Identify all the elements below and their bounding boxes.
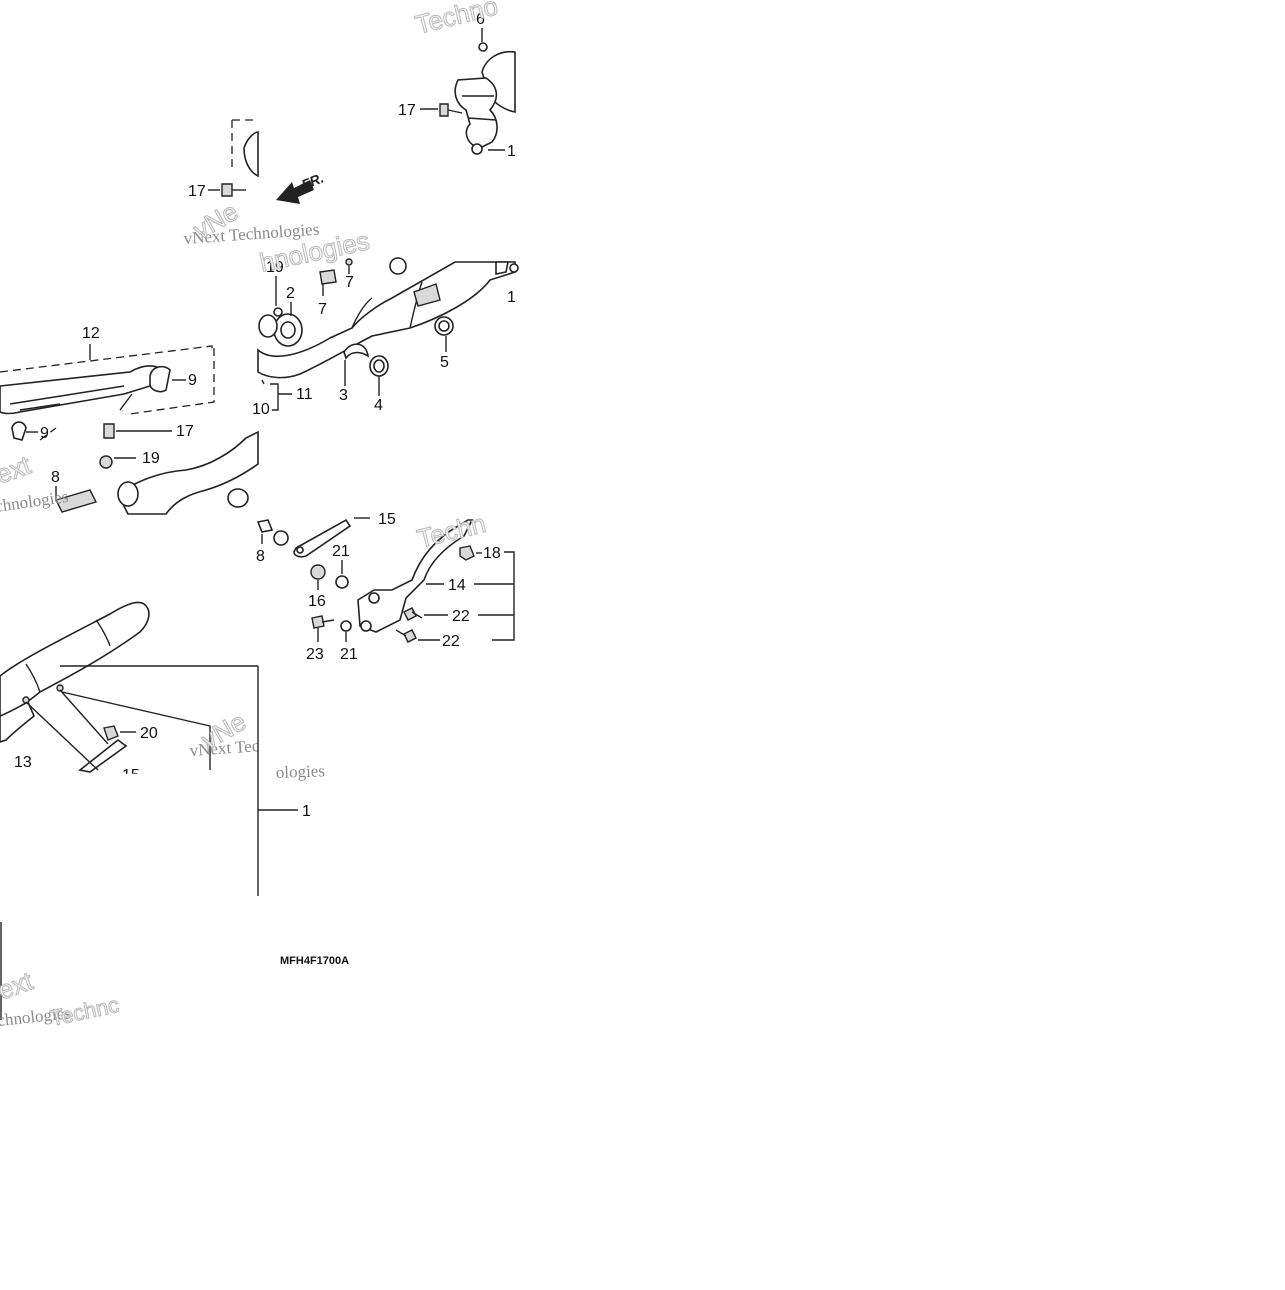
- nut-18: [459, 545, 475, 561]
- collar-8: [256, 519, 274, 533]
- callout-3: 3: [339, 387, 348, 404]
- callout-2: 2: [286, 285, 295, 302]
- callout-15-b: 15: [122, 767, 140, 784]
- lower-strip: 1 ologies ext chnologies Technc MFH4F170…: [0, 666, 349, 1031]
- tile-lower-muffler: 20 13 15 vNext Tec vNe: [0, 601, 260, 784]
- bolt-17-upper-left: [221, 183, 233, 197]
- callout-18: 18: [483, 545, 501, 562]
- svg-text:ext: ext: [0, 449, 35, 489]
- svg-text:chnologies: chnologies: [0, 487, 69, 516]
- callout-16: 16: [308, 593, 326, 610]
- diagram-code: MFH4F1700A: [280, 955, 349, 967]
- svg-text:vNext Tec: vNext Tec: [189, 736, 260, 760]
- tile-upper-left: 17 vNext Technologies vNe: [183, 119, 320, 248]
- bolt-22-b: [403, 629, 417, 643]
- gasket-8: [54, 489, 98, 513]
- nut-20: [103, 725, 119, 741]
- tile-upper-rear-bracket: 6 17 1 Techno FR.: [276, 0, 516, 204]
- nut-19: [273, 307, 283, 317]
- tile-lower-stay-bracket: 15 8 21 18 14 16 22 22 23 21 Techn: [256, 507, 515, 663]
- washer-6: [478, 42, 488, 52]
- callout-19-a: 19: [266, 259, 284, 276]
- svg-text:ext: ext: [0, 965, 37, 1005]
- bolt-22-a: [403, 607, 417, 621]
- callout-22-b: 22: [442, 633, 460, 650]
- callout-19-b: 19: [142, 450, 160, 467]
- front-direction-arrow-icon: [276, 180, 314, 204]
- callout-8-a: 8: [51, 469, 60, 486]
- callout-9-a: 9: [188, 372, 197, 389]
- exhaust-pipe-lower: [119, 430, 259, 515]
- callout-1-a: 1: [507, 143, 516, 160]
- clip-7-a: [319, 269, 337, 285]
- exhaust-pipe: [257, 261, 516, 379]
- pipe-joint-ring: [389, 257, 407, 275]
- callout-15-a: 15: [378, 511, 396, 528]
- callout-14: 14: [448, 577, 466, 594]
- flange-left: [258, 314, 278, 338]
- washer-21-b: [340, 620, 352, 632]
- clip-7-b: [345, 258, 353, 266]
- callout-8-b: 8: [256, 548, 265, 565]
- svg-text:Technc: Technc: [48, 992, 121, 1031]
- callout-13: 13: [14, 754, 32, 771]
- nut-upper-right: [471, 143, 483, 155]
- callout-17-b: 17: [188, 183, 206, 200]
- callout-17-a: 17: [398, 102, 416, 119]
- callout-6: 6: [476, 11, 485, 28]
- joint-collar-3: [343, 343, 370, 360]
- callout-22-a: 22: [452, 608, 470, 625]
- callout-4: 4: [374, 397, 383, 414]
- washer-21-a: [335, 575, 349, 589]
- callout-5: 5: [440, 354, 449, 371]
- callout-23: 23: [306, 646, 324, 663]
- callout-20: 20: [140, 725, 158, 742]
- callout-11: 11: [296, 386, 313, 403]
- svg-text:ologies: ologies: [275, 761, 325, 782]
- callout-21-b: 21: [340, 646, 358, 663]
- nut-16: [310, 564, 326, 580]
- bolt-17-upper-right: [439, 103, 449, 117]
- callout-21-a: 21: [332, 543, 350, 560]
- heat-shield-window: [413, 283, 441, 307]
- clamp-9-right: [149, 365, 171, 393]
- callout-12: 12: [82, 325, 100, 342]
- stay-14: [357, 519, 474, 633]
- watermark-fragment: Techno: [412, 0, 501, 40]
- bolt-17-middle: [103, 423, 115, 439]
- callout-7-a: 7: [318, 301, 327, 318]
- callout-1-c: 1: [302, 803, 311, 820]
- tile-middle-exhaust-pipe: 19 2 7 7 1 5 10 11 3 4 hnologies: [252, 225, 519, 418]
- callout-10: 10: [252, 401, 270, 418]
- clamp-9-left: [11, 421, 27, 441]
- nut-19-b: [99, 455, 113, 469]
- front-direction-label: FR.: [299, 169, 326, 192]
- hanger-15: [293, 518, 352, 558]
- callout-17-c: 17: [176, 423, 194, 440]
- heat-protector-12: [0, 365, 162, 415]
- tile-middle-heat-protector: 12 9 9 17 19 8 ext chnologies: [0, 325, 259, 516]
- protector-15-lower: [78, 738, 128, 773]
- muffler-13: [0, 601, 150, 717]
- svg-text:Techn: Techn: [414, 508, 489, 554]
- bolt-23: [311, 615, 325, 629]
- callout-7-b: 7: [345, 274, 354, 291]
- callout-9-b: 9: [40, 425, 49, 442]
- callout-1-b: 1: [507, 289, 516, 306]
